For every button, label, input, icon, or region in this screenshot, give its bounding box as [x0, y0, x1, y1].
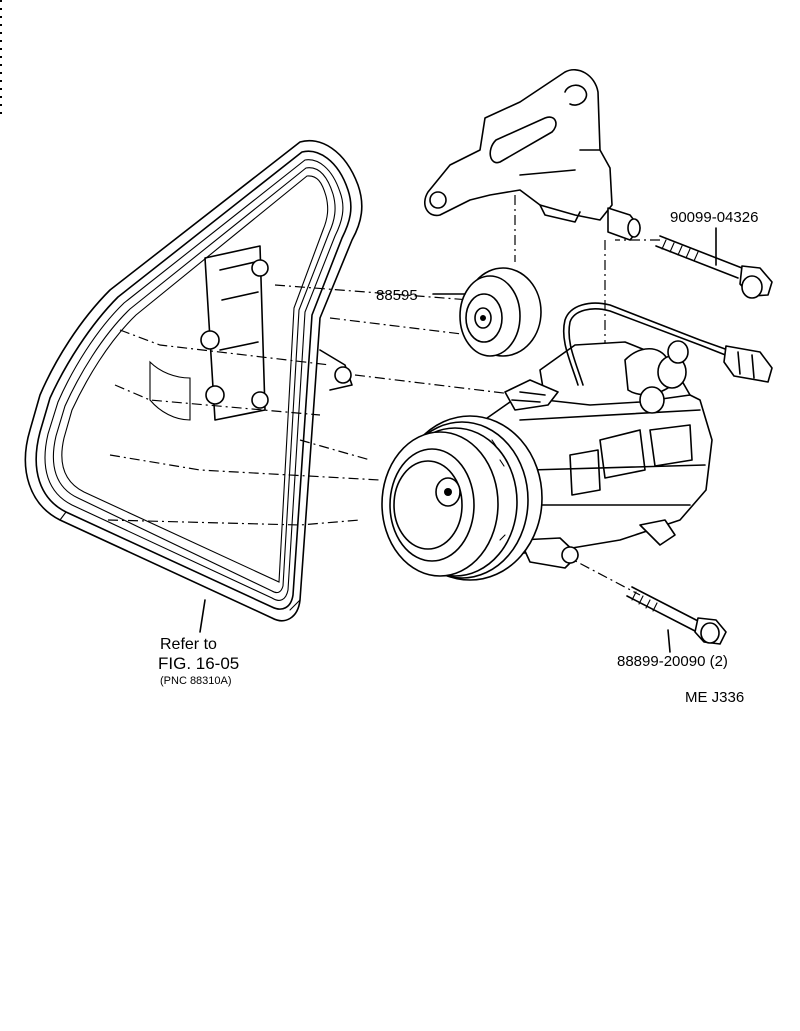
idler-pulley	[459, 267, 542, 357]
mount-bolt-label: 88899-20090 (2)	[617, 653, 728, 670]
leader-lines	[199, 227, 717, 653]
bracket-bolt-label: 90099-04326	[670, 209, 758, 226]
assembly-lines	[274, 195, 660, 596]
drive-belt	[24, 140, 363, 622]
mount-bolt	[626, 586, 727, 645]
belt-ref-line1: Refer to	[160, 636, 217, 653]
ac-compressor	[381, 302, 773, 581]
idler-pulley-label: 88595	[376, 287, 418, 304]
compressor-bracket	[424, 68, 641, 241]
engine-block	[107, 245, 381, 526]
figure-code: ME J336	[685, 689, 744, 706]
belt-ref-line2: FIG. 16-05	[158, 654, 239, 673]
bracket-bolt	[655, 235, 773, 299]
belt-ref-line3: (PNC 88310A)	[160, 675, 232, 687]
